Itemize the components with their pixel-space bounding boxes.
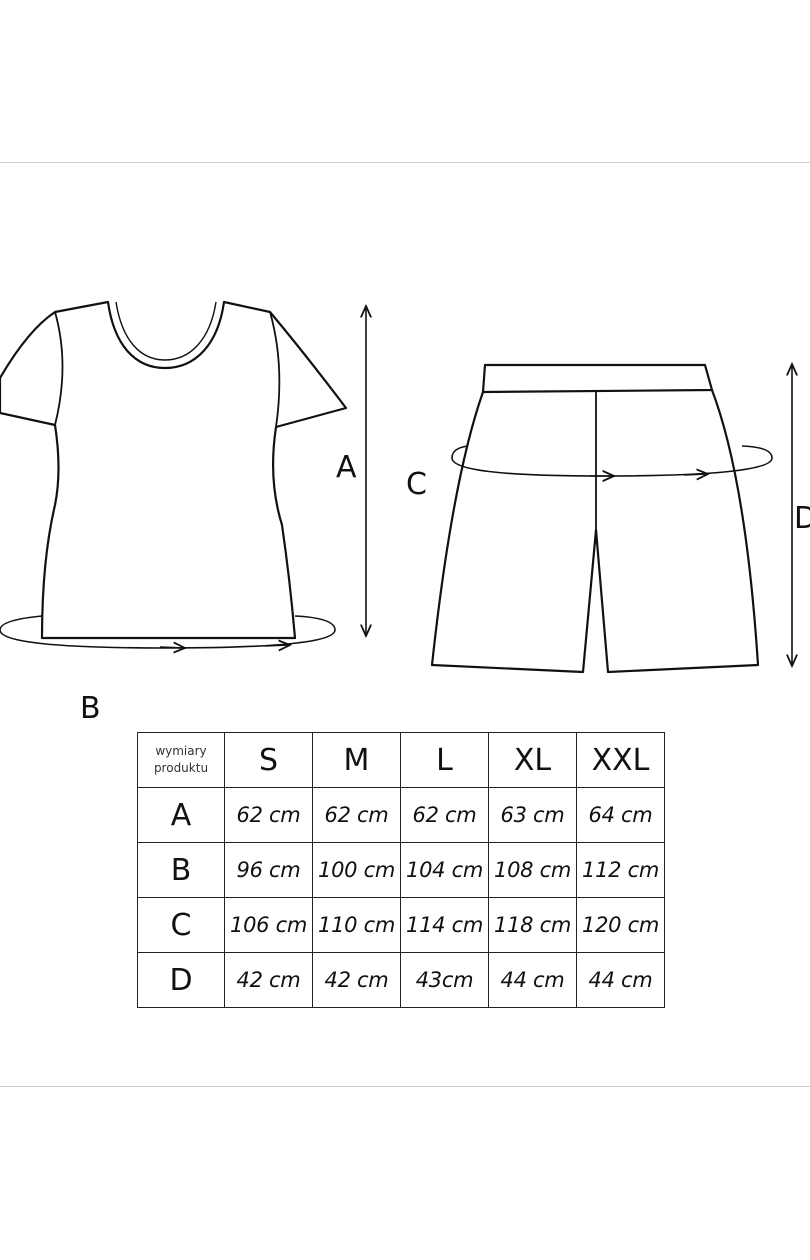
- table-corner-label: wymiary produktu: [137, 732, 225, 788]
- table-cell: 118 cm: [488, 897, 577, 953]
- table-cell: 114 cm: [400, 897, 489, 953]
- table-cell: 62 cm: [224, 787, 313, 843]
- row-label: B: [137, 842, 225, 898]
- shorts-icon: [430, 363, 760, 674]
- table-cell: 120 cm: [576, 897, 665, 953]
- size-header-row: wymiary produktu S M L XL XXL: [137, 732, 665, 788]
- label-a: A: [336, 450, 357, 485]
- table-cell: 110 cm: [312, 897, 401, 953]
- table-cell: 62 cm: [312, 787, 401, 843]
- table-row: D 42 cm 42 cm 43cm 44 cm 44 cm: [137, 952, 665, 1008]
- garment-diagram: A B C D: [0, 300, 810, 720]
- size-header: M: [312, 732, 401, 788]
- corner-line-2: produktu: [153, 761, 209, 775]
- size-header: XL: [488, 732, 577, 788]
- label-b: B: [80, 691, 101, 720]
- table-cell: 63 cm: [488, 787, 577, 843]
- row-label: C: [137, 897, 225, 953]
- table-cell: 43cm: [400, 952, 489, 1008]
- measure-b-loop: [0, 615, 336, 648]
- table-row: C 106 cm 110 cm 114 cm 118 cm 120 cm: [137, 897, 665, 953]
- table-cell: 42 cm: [312, 952, 401, 1008]
- table-cell: 44 cm: [488, 952, 577, 1008]
- table-cell: 42 cm: [224, 952, 313, 1008]
- measure-c-loop: [451, 445, 773, 476]
- table-cell: 100 cm: [312, 842, 401, 898]
- table-row: A 62 cm 62 cm 62 cm 63 cm 64 cm: [137, 787, 665, 843]
- label-c: C: [406, 467, 427, 502]
- row-label: A: [137, 787, 225, 843]
- row-label: D: [137, 952, 225, 1008]
- table-cell: 106 cm: [224, 897, 313, 953]
- size-header: L: [400, 732, 489, 788]
- bottom-divider: [0, 1086, 810, 1087]
- table-row: B 96 cm 100 cm 104 cm 108 cm 112 cm: [137, 842, 665, 898]
- tshirt-icon: [0, 300, 348, 640]
- table-cell: 112 cm: [576, 842, 665, 898]
- corner-line-1: wymiary: [155, 744, 207, 758]
- size-header: S: [224, 732, 313, 788]
- table-cell: 64 cm: [576, 787, 665, 843]
- label-d: D: [794, 501, 810, 536]
- size-header: XXL: [576, 732, 665, 788]
- table-cell: 44 cm: [576, 952, 665, 1008]
- table-cell: 104 cm: [400, 842, 489, 898]
- table-cell: 62 cm: [400, 787, 489, 843]
- table-cell: 108 cm: [488, 842, 577, 898]
- table-cell: 96 cm: [224, 842, 313, 898]
- top-divider: [0, 162, 810, 163]
- size-table: wymiary produktu S M L XL XXL A 62 cm 62…: [137, 732, 665, 1008]
